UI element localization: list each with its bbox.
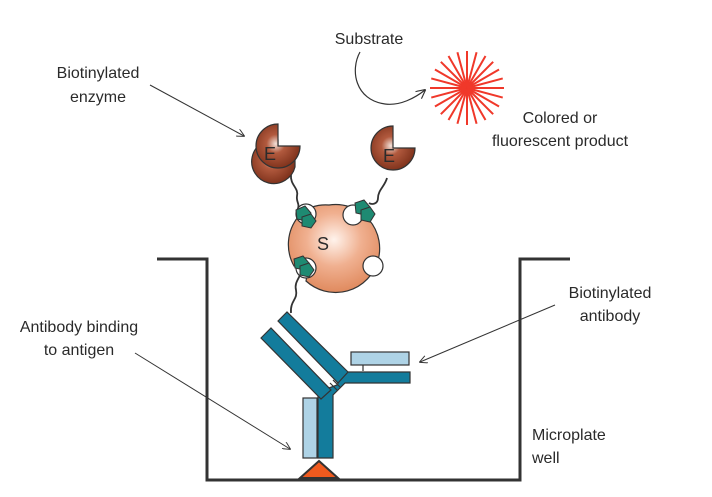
starburst-ray <box>456 52 468 89</box>
starburst-ray <box>466 77 503 89</box>
label-substrate: Substrate <box>335 31 404 48</box>
label-biotinylated-antibody-1: Biotinylated <box>569 285 652 302</box>
biotin-tag <box>360 206 376 223</box>
starburst-ray <box>466 87 500 108</box>
heavy-chain-lower-arm <box>260 327 332 400</box>
starburst-ray <box>434 68 468 89</box>
starburst-ray <box>447 55 468 89</box>
starburst-ray <box>440 61 468 89</box>
light-chain-stem <box>302 397 318 459</box>
biotin-tag <box>299 262 315 278</box>
heavy-chain-upper-arm <box>277 311 349 384</box>
antibody-pointer-arrow <box>420 304 556 362</box>
starburst-ray <box>466 61 494 89</box>
antigen <box>297 459 341 479</box>
label-product-2: fluorescent product <box>492 133 629 150</box>
starburst-ray <box>447 87 468 121</box>
biotin-tag <box>301 213 317 229</box>
enzyme-pointer-arrow <box>149 84 244 136</box>
starburst-ray <box>466 52 478 89</box>
label-biotinylated-enzyme-1: Biotinylated <box>57 65 140 82</box>
starburst-ray <box>440 87 468 115</box>
starburst-ray <box>431 87 468 99</box>
label-biotinylated-enzyme-2: enzyme <box>70 89 126 106</box>
starburst-ray <box>466 55 487 89</box>
enzyme-right: E <box>370 125 416 171</box>
starburst-ray <box>456 87 468 124</box>
label-microplate-1: Microplate <box>532 427 606 444</box>
enzyme-letter: E <box>264 144 276 164</box>
starburst-ray <box>466 87 503 99</box>
product-starburst-icon <box>430 51 504 125</box>
starburst-ray <box>434 87 468 108</box>
label-biotinylated-antibody-2: antibody <box>580 308 641 325</box>
label-microplate-2: well <box>531 450 560 467</box>
light-chain-arm <box>350 351 410 366</box>
starburst-ray <box>431 77 468 89</box>
substrate-conversion-arrow <box>354 51 425 105</box>
label-antibody-binding-2: to antigen <box>44 342 114 359</box>
biotinylated-antibody <box>260 311 411 459</box>
label-antibody-binding-1: Antibody binding <box>20 319 138 336</box>
starburst-ray <box>466 68 500 89</box>
starburst-ray <box>466 87 487 121</box>
starburst-ray <box>466 87 494 115</box>
microplate-well <box>157 257 570 482</box>
antigen-pointer-arrow <box>134 352 290 449</box>
enzyme-letter: E <box>383 146 395 166</box>
enzyme-left: E <box>251 123 301 185</box>
streptavidin-letter: S <box>317 234 329 254</box>
enzyme-linker <box>290 174 300 209</box>
starburst-ray <box>466 87 478 124</box>
label-product-1: Colored or <box>523 110 598 127</box>
enzyme-linker <box>368 177 388 205</box>
